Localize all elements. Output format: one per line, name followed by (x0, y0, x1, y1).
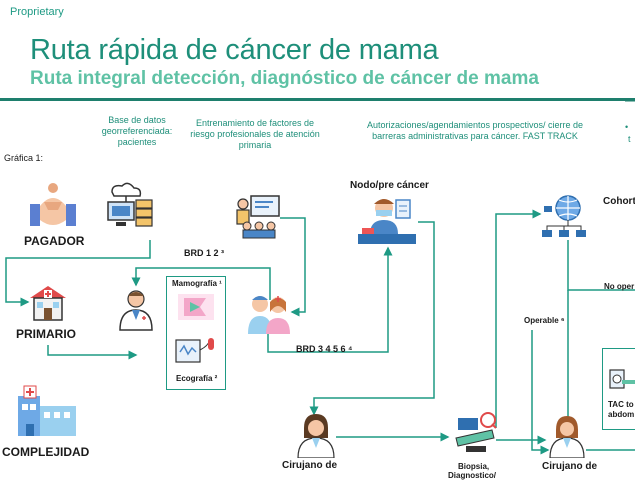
figure-label: Gráfica 1: (4, 153, 44, 163)
medical-team-icon (248, 296, 290, 334)
header-divider (0, 98, 635, 101)
note-entrenamiento: Entrenamiento de factores de riesgo prof… (190, 118, 320, 150)
label-brd123: BRD 1 2 ³ (184, 248, 225, 258)
label-tac: TAC to (608, 400, 634, 409)
network-cohort-icon (542, 195, 586, 237)
note-edge-bullet: • (625, 122, 629, 132)
note-autorizaciones: Autorizaciones/agendamientos prospectivo… (366, 120, 584, 141)
label-brd3456: BRD 3 4 5 6 ⁴ (296, 344, 353, 354)
label-no-oper: No oper (604, 282, 635, 291)
node-primario: PRIMARIO (16, 327, 76, 341)
node-cirujano-1: Cirujano de (282, 460, 338, 471)
node-pagador: PAGADOR (24, 234, 85, 248)
page-subtitle: Ruta integral detección, diagnóstico de … (30, 68, 539, 89)
ct-scanner-icon (609, 369, 635, 389)
biopsy-microscope-icon (455, 412, 497, 452)
clinic-building-icon (30, 286, 66, 321)
node-cirujano-2: Cirujano de (542, 461, 598, 472)
label-operable: Operable ⁶ (524, 316, 565, 325)
node-complejidad: COMPLEJIDAD (2, 445, 90, 459)
node-nodo-pre: Nodo/pre cáncer (350, 180, 429, 191)
node-biopsia: Biopsia, (458, 462, 490, 471)
note-edge-t: t (628, 134, 631, 144)
proprietary-label: Proprietary (10, 6, 64, 18)
label-mamografia: Mamografía ¹ (172, 279, 222, 288)
database-server-icon (107, 182, 153, 227)
page-title: Ruta rápida de cáncer de mama (30, 34, 439, 66)
handshake-icon (30, 183, 76, 226)
note-base-datos: Base de datos georreferenciada: paciente… (101, 115, 173, 147)
surgeon-icon (297, 414, 335, 458)
surgeon-2-icon (549, 416, 585, 458)
ultrasound-icon (175, 338, 214, 363)
label-ecografia: Ecografía ² (176, 374, 218, 383)
node-cohort: Cohort (603, 196, 635, 207)
doctor-icon (119, 290, 153, 331)
node-biopsia-diagnostico: Diagnostico/ (448, 471, 497, 480)
mammography-icon (178, 294, 214, 320)
hospital-building-icon (18, 385, 76, 436)
training-presentation-icon (236, 195, 280, 239)
label-abdom: abdom (608, 410, 635, 419)
nurse-desk-icon (358, 199, 416, 244)
tac-box (602, 348, 635, 430)
